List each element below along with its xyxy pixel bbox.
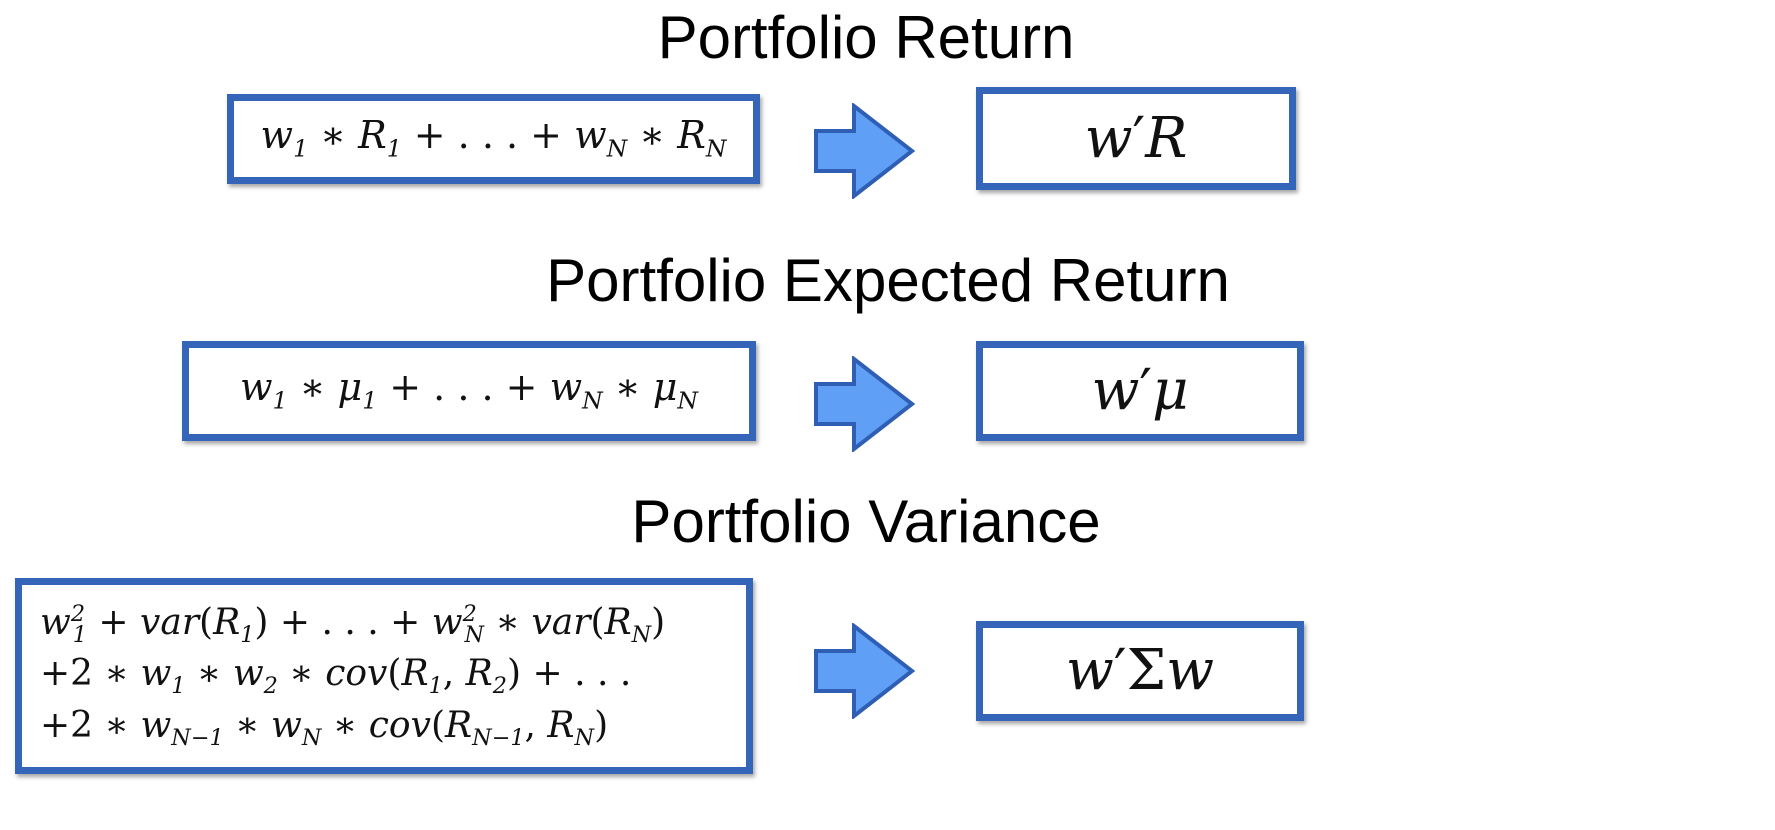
right-arrow-icon	[814, 356, 916, 452]
right-arrow-icon	[814, 103, 916, 199]
return-compact-box: w′R	[976, 87, 1296, 190]
variance-line-3: +2 ∗ wN−1 ∗ wN ∗ cov(RN−1, RN)	[40, 704, 609, 751]
right-arrow-icon	[814, 103, 916, 199]
variance-line-2: +2 ∗ w1 ∗ w2 ∗ cov(R1, R2) + . . .	[40, 653, 632, 700]
variance-expanded-formula: w21 + var(R1) + . . . + w2N ∗ var(RN) +2…	[40, 603, 665, 750]
variance-compact-box: w′Σw	[976, 621, 1304, 721]
expected-return-compact-box: w′μ	[976, 341, 1304, 441]
portfolio-variance-title: Portfolio Variance	[631, 488, 1101, 555]
right-arrow-icon	[814, 623, 916, 719]
expected-return-expanded-formula: w1 ∗ μ1 + . . . + wN ∗ μN	[239, 365, 699, 416]
return-compact-formula: w′R	[1084, 105, 1188, 171]
return-expanded-formula: w1 ∗ R1 + . . . + wN ∗ RN	[260, 113, 727, 164]
return-expanded-box: w1 ∗ R1 + . . . + wN ∗ RN	[227, 94, 760, 184]
portfolio-return-title: Portfolio Return	[657, 4, 1075, 71]
variance-line-1: w21 + var(R1) + . . . + w2N ∗ var(RN)	[40, 600, 666, 648]
right-arrow-icon	[814, 623, 916, 719]
expected-return-expanded-box: w1 ∗ μ1 + . . . + wN ∗ μN	[182, 341, 756, 441]
variance-compact-formula: w′Σw	[1065, 638, 1215, 703]
variance-expanded-box: w21 + var(R1) + . . . + w2N ∗ var(RN) +2…	[15, 578, 753, 774]
right-arrow-icon	[814, 356, 916, 452]
expected-return-compact-formula: w′μ	[1091, 358, 1189, 423]
portfolio-expected-return-title: Portfolio Expected Return	[546, 247, 1230, 314]
